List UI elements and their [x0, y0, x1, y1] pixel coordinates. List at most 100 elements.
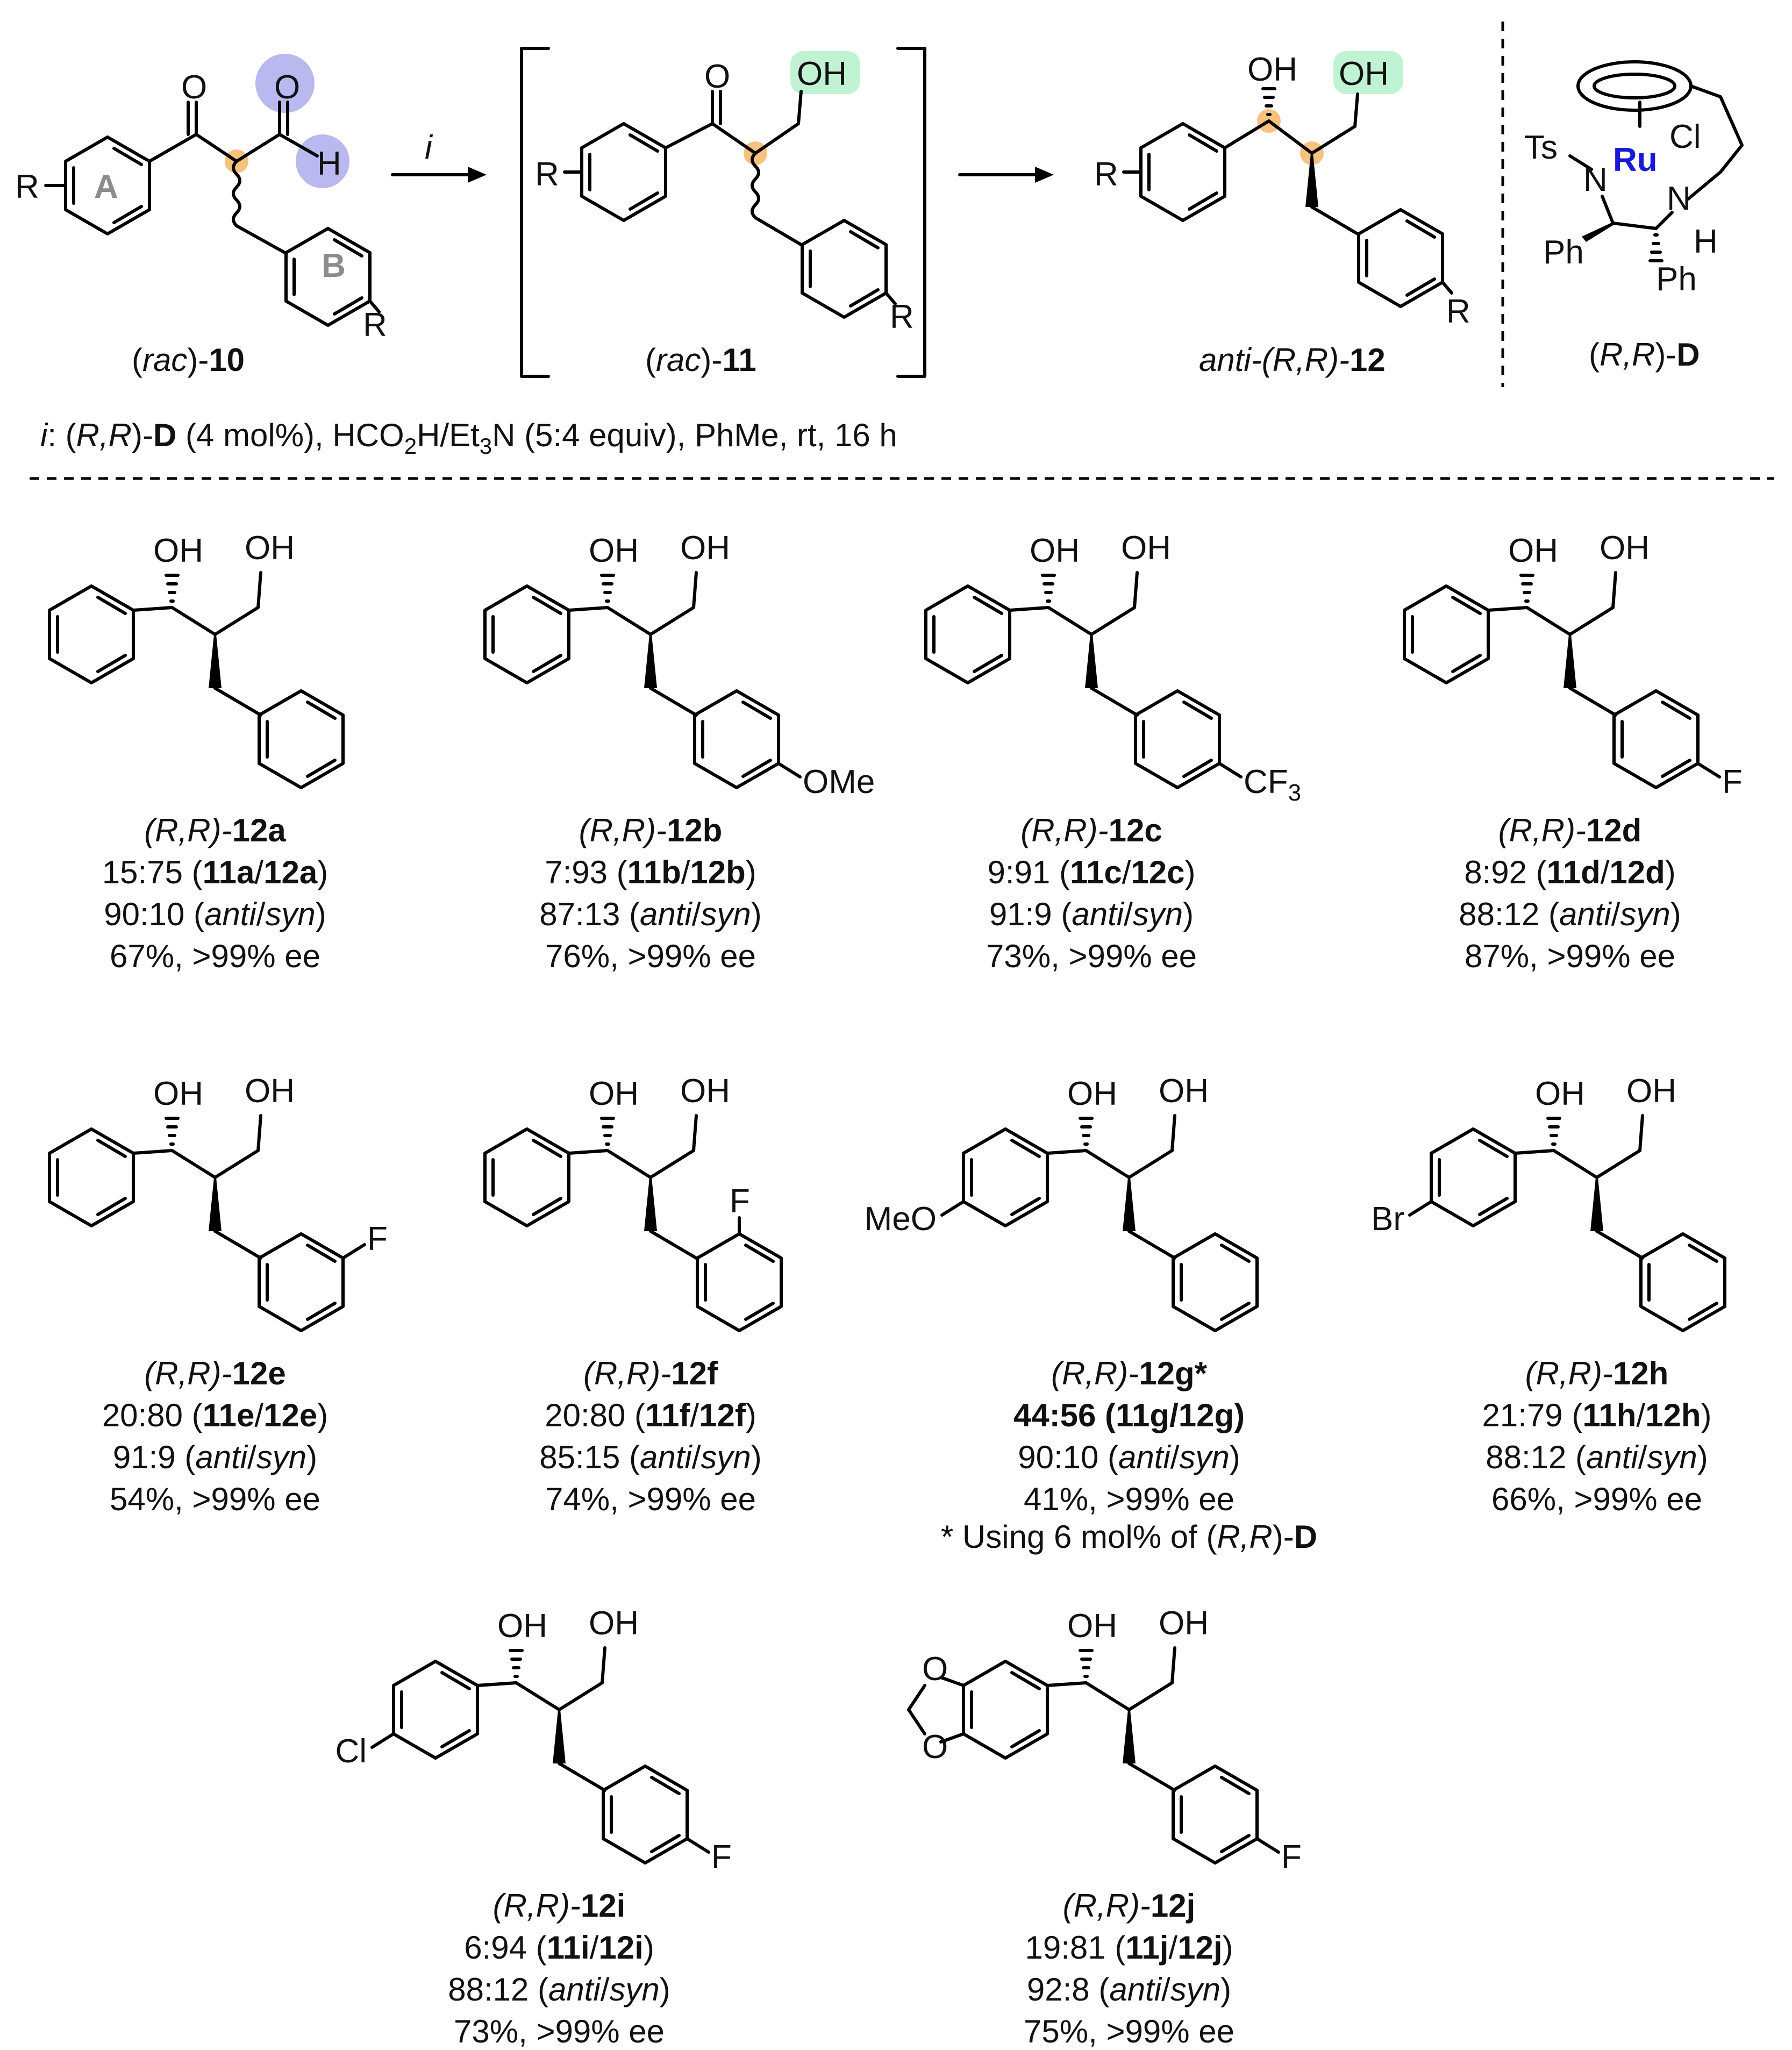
compound-dr: 91:9 (anti/syn)	[113, 1439, 317, 1475]
phenyl-2-label: Ph	[1656, 261, 1697, 298]
amine-hydrogen-label: H	[1694, 223, 1718, 260]
arrow-reagent-label: i	[425, 129, 433, 166]
compound-ratio: 20:80 (11f/12f)	[545, 1397, 756, 1433]
hydroxyl-label: OH	[1535, 1075, 1585, 1112]
ring-a-substituent: MeO	[865, 1201, 937, 1238]
hydroxyl-label: OH	[245, 530, 295, 567]
catalyst-d-structure: Ru Cl Ts N N H Ph Ph	[1524, 60, 1744, 298]
ring-b-substituent: F	[1722, 763, 1743, 801]
intermediate-ketone-oxygen: O	[704, 58, 730, 95]
ring-a-substituent: Br	[1371, 1201, 1404, 1238]
ring-b-substituent: CF3	[1244, 763, 1301, 806]
product-r-group: R	[1094, 156, 1118, 193]
reaction-conditions: i: (R,R)-D (4 mol%), HCO2H/Et3N (5:4 equ…	[40, 417, 897, 459]
hydroxyl-label: OH	[680, 530, 730, 567]
compound-dr: 87:13 (anti/syn)	[539, 896, 762, 932]
compound-12d: OH OH F (R,R)-12d 8:92 (11d/12d) 88:12 (anti/…	[1404, 530, 1743, 974]
hydroxyl-label: OH	[497, 1608, 547, 1645]
reaction-arrow-2	[958, 167, 1054, 183]
compound-ratio: 44:56 (11g/12g)	[1013, 1397, 1245, 1433]
ring-b-label: B	[322, 247, 346, 284]
compound-name: (R,R)-12f	[583, 1355, 718, 1391]
dioxole-oxygen: O	[922, 1728, 948, 1766]
aldehyde-hydrogen: H	[317, 145, 341, 182]
substrate-label: (rac)-10	[132, 342, 245, 378]
product-r-group-b: R	[1446, 293, 1470, 330]
hydroxyl-label: OH	[589, 1075, 639, 1112]
compound-name: (R,R)-12e	[144, 1355, 285, 1391]
product-label: anti-(R,R)-12	[1199, 342, 1386, 378]
substrate-r-group: R	[15, 168, 39, 205]
compound-dr: 92:8 (anti/syn)	[1027, 1972, 1231, 2008]
aldehyde-oxygen: O	[274, 69, 300, 106]
hydroxyl-highlight	[790, 51, 860, 94]
ring-b-substituent: OMe	[803, 763, 875, 801]
compound-yield: 87%, >99% ee	[1465, 938, 1675, 974]
compound-ratio: 19:81 (11j/12j)	[1025, 1930, 1233, 1966]
hydroxyl-highlight	[1333, 51, 1403, 94]
compound-ratio: 8:92 (11d/12d)	[1464, 854, 1676, 890]
product-hydroxyl-2: OH	[1339, 55, 1389, 92]
hydroxyl-label: OH	[153, 532, 203, 569]
hydroxyl-label: OH	[245, 1073, 295, 1110]
hydroxyl-label: OH	[153, 1075, 203, 1112]
compound-yield: 74%, >99% ee	[545, 1481, 756, 1517]
compound-name: (R,R)-12c	[1020, 812, 1162, 848]
compound-yield: 76%, >99% ee	[545, 938, 756, 974]
intermediate-r-group: R	[535, 156, 559, 193]
ring-a-label: A	[94, 168, 118, 205]
hydroxyl-label: OH	[1159, 1073, 1209, 1110]
compound-dr: 90:10 (anti/syn)	[104, 896, 326, 932]
hydroxyl-label: OH	[589, 532, 639, 569]
compound-ratio: 15:75 (11a/12a)	[102, 854, 328, 890]
compound-dr: 91:9 (anti/syn)	[989, 896, 1194, 932]
hydroxyl-label: OH	[1067, 1075, 1117, 1112]
compound-name: (R,R)-12d	[1498, 812, 1642, 848]
compound-name: (R,R)-12h	[1525, 1355, 1669, 1391]
compound-dr: 88:12 (anti/syn)	[1459, 896, 1681, 932]
hydroxyl-label: OH	[589, 1605, 639, 1642]
aldehyde-highlight	[255, 54, 315, 113]
compound-ratio: 7:93 (11b/12b)	[545, 854, 756, 890]
compound-12f: OH OH F (R,R)-12f 20:80 (11f/12f) 85:15 (anti…	[485, 1073, 781, 1517]
compound-ratio: 20:80 (11e/12e)	[102, 1397, 328, 1433]
catalyst-label: (R,R)-D	[1589, 337, 1700, 373]
hydroxyl-label: OH	[680, 1073, 730, 1110]
intermediate-label: (rac)-11	[645, 342, 756, 378]
nitrogen-1-label: N	[1583, 161, 1608, 198]
compound-yield: 73%, >99% ee	[986, 938, 1197, 974]
aldehyde-highlight-2	[296, 134, 349, 188]
hydroxyl-label: OH	[1030, 532, 1080, 569]
hydroxyl-label: OH	[1159, 1605, 1209, 1642]
nitrogen-2-label: N	[1667, 180, 1691, 217]
tosyl-label: Ts	[1524, 129, 1558, 166]
compound-name: (R,R)-12b	[579, 812, 723, 848]
ruthenium-label: Ru	[1613, 141, 1658, 178]
compound-12b: OH OH OMe (R,R)-12b 7:93 (11b/12b) 87:13 (ant…	[485, 530, 875, 974]
hydroxyl-label: OH	[1508, 532, 1558, 569]
substrate-r-group-b: R	[363, 306, 387, 344]
intermediate-r-group-b: R	[890, 298, 914, 335]
reaction-arrow-i: i	[391, 129, 487, 183]
compound-yield: 66%, >99% ee	[1491, 1481, 1702, 1517]
compound-name: (R,R)-12j	[1063, 1888, 1196, 1924]
compound-dr: 85:15 (anti/syn)	[539, 1439, 762, 1475]
compound-yield: 41%, >99% ee	[1024, 1481, 1234, 1517]
product-hydroxyl-1: OH	[1247, 51, 1297, 88]
compound-ratio: 9:91 (11c/12c)	[988, 854, 1196, 890]
compound-name: (R,R)-12i	[493, 1888, 626, 1924]
substrate-10-structure: R A B R O O H	[15, 54, 387, 344]
compound-dr: 90:10 (anti/syn)	[1018, 1439, 1240, 1475]
compound-yield: 67%, >99% ee	[110, 938, 320, 974]
ketone-oxygen: O	[181, 69, 207, 106]
hydroxyl-label: OH	[1600, 530, 1650, 567]
ring-b-substituent: F	[730, 1183, 750, 1220]
ring-b-substituent: F	[711, 1839, 732, 1876]
